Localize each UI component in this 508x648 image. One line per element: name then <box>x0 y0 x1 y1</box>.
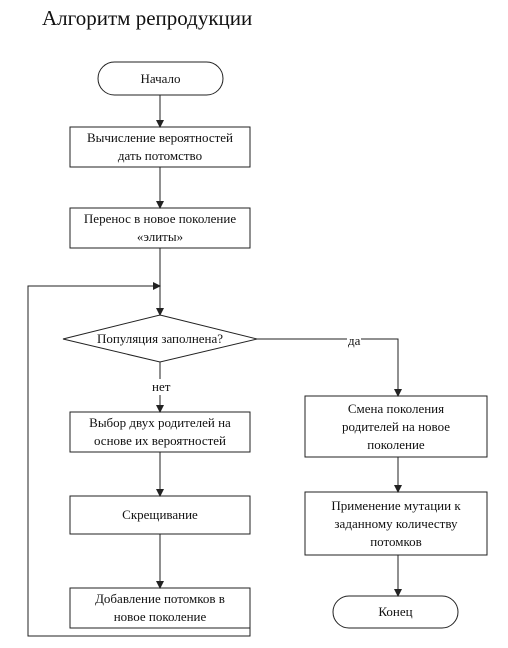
compute-prob-node: Вычисление вероятностей дать потомство <box>70 127 250 167</box>
apply-mutation-node: Применение мутации к заданному количеств… <box>305 492 487 555</box>
start-node: Начало <box>98 62 223 95</box>
compute-prob-label: Вычисление вероятностей дать потомство <box>86 130 234 163</box>
edge-label-yes: да <box>347 333 362 349</box>
add-offspring-node: Добавление потомков в новое поколение <box>70 588 250 628</box>
start-node-label: Начало <box>140 70 181 86</box>
apply-mutation-shape <box>304 491 488 556</box>
crossover-label: Скрещивание <box>122 507 198 522</box>
select-parents-label: Выбор двух родителей на основе их вероят… <box>89 415 231 448</box>
change-generation-node: Смена поколения родителей на новое покол… <box>305 396 487 457</box>
edge-label-no: нет <box>151 379 172 395</box>
change-generation-label: Смена поколения родителей на новое покол… <box>341 400 451 452</box>
end-node: Конец <box>333 596 458 628</box>
apply-mutation-label: Применение мутации к заданному количеств… <box>331 497 461 549</box>
transfer-elite-label: Перенос в новое поколение «элиты» <box>83 211 237 244</box>
decision-node: Популяция заполнена? <box>63 315 257 362</box>
compute-prob-shape <box>69 126 251 168</box>
transfer-elite-node: Перенос в новое поколение «элиты» <box>70 208 250 248</box>
select-parents-node: Выбор двух родителей на основе их вероят… <box>70 412 250 452</box>
add-offspring-label: Добавление потомков в новое поколение <box>95 591 225 624</box>
diagram-title: Алгоритм репродукции <box>42 6 253 30</box>
arrow-loop-back <box>27 282 251 637</box>
end-node-label: Конец <box>378 604 413 619</box>
decision-label: Популяция заполнена? <box>96 330 224 346</box>
crossover-node: Скрещивание <box>70 496 250 534</box>
arrow-decision-yes-to-change <box>257 338 402 397</box>
